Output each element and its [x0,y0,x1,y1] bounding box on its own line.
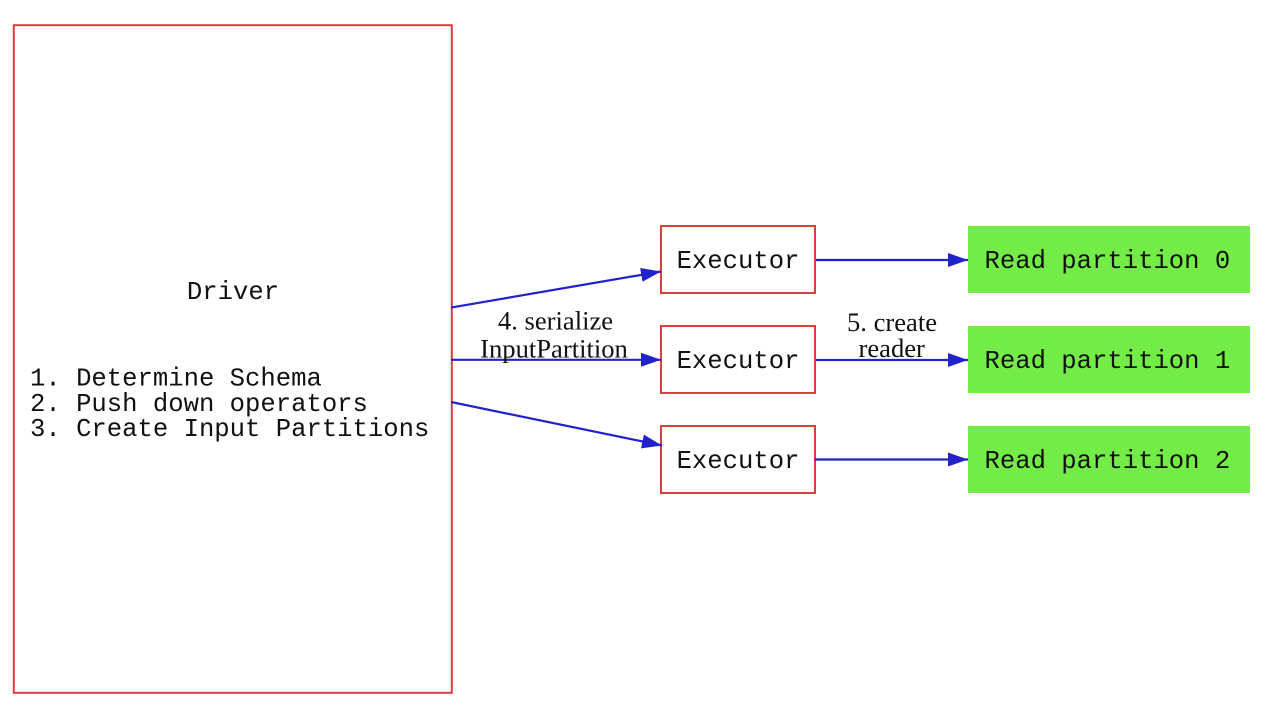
svg-text:InputPartition: InputPartition [480,334,628,364]
svg-text:Driver: Driver [187,278,279,307]
svg-text:4. serialize: 4. serialize [498,306,613,336]
svg-text:Executor: Executor [677,347,800,376]
svg-text:Read partition 1: Read partition 1 [985,347,1231,376]
svg-text:2. Push down operators: 2. Push down operators [30,390,368,419]
svg-text:3. Create Input Partitions: 3. Create Input Partitions [30,415,429,444]
svg-text:5. create: 5. create [847,307,937,337]
svg-text:Read partition 0: Read partition 0 [985,247,1231,276]
svg-text:reader: reader [858,333,925,363]
svg-text:1. Determine Schema: 1. Determine Schema [30,364,322,393]
svg-text:Executor: Executor [677,447,800,476]
svg-text:Read partition 2: Read partition 2 [985,447,1231,476]
svg-text:Executor: Executor [677,247,800,276]
